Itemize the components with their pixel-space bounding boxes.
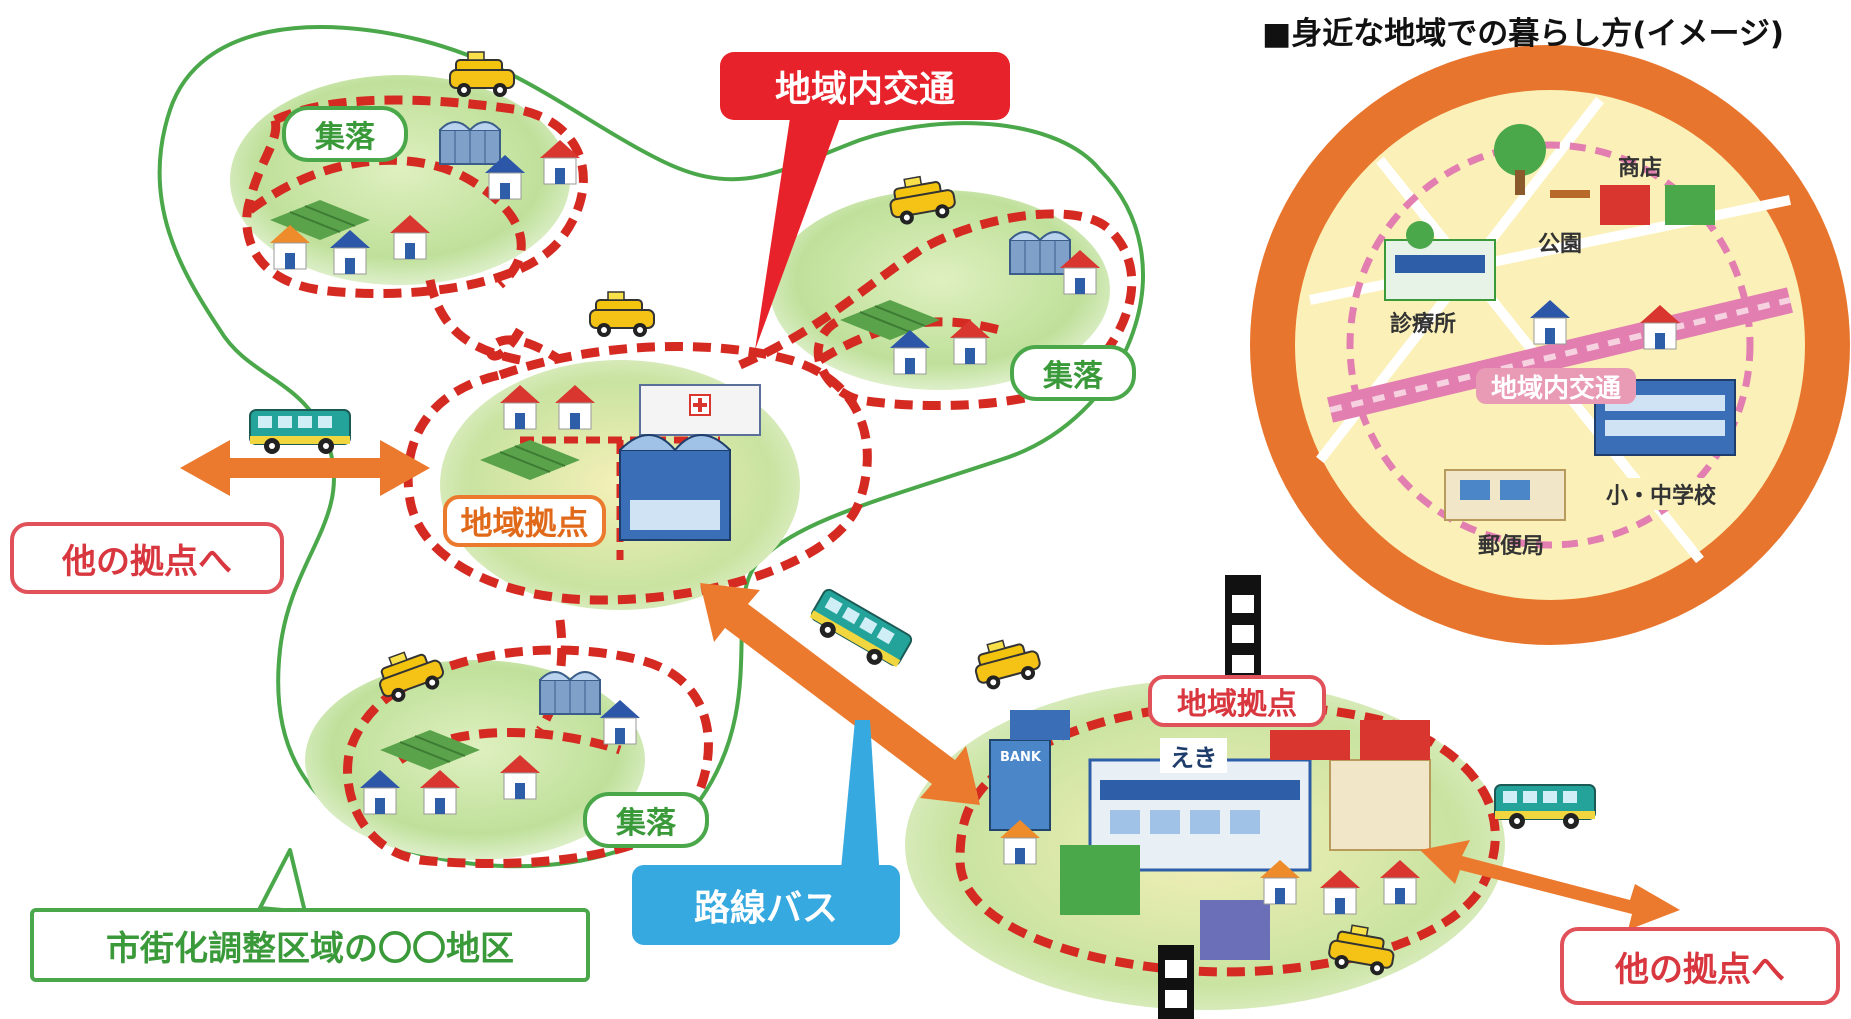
- town-buildings: [989, 710, 1431, 960]
- callout-district: [258, 848, 307, 914]
- page-title: ■身近な地域での暮らし方(イメージ): [1262, 16, 1785, 52]
- callout-route-bus: [632, 720, 900, 945]
- school-icon: [619, 434, 731, 541]
- taxi-icon: [589, 291, 655, 338]
- hospital-icon: [639, 384, 761, 436]
- arrow-route-bus: [700, 583, 980, 805]
- label-station: えき: [1160, 738, 1228, 773]
- inset-label-park: 公園: [1538, 232, 1583, 257]
- arrow-left-hub: [180, 440, 430, 496]
- inset-park: [1494, 124, 1590, 198]
- inset-label-transport: 地域内交通: [1476, 368, 1636, 404]
- inset-post-office: [1444, 469, 1566, 521]
- label-regional-hub-left: 地域拠点: [443, 495, 606, 547]
- label-district: 市街化調整区域の〇〇地区: [30, 908, 590, 982]
- inset-map: [1250, 45, 1850, 645]
- label-settlement-top-left: 集落: [282, 106, 408, 162]
- inset-label-post-office: 郵便局: [1478, 534, 1545, 559]
- label-bank: BANK: [1000, 750, 1041, 765]
- label-regional-transport: 地域内交通: [774, 69, 955, 110]
- label-regional-hub-town: 地域拠点: [1148, 675, 1326, 727]
- arrow-right-hub: [1420, 840, 1680, 930]
- inset-label-school: 小・中学校: [1606, 478, 1717, 510]
- label-settlement-bottom: 集落: [583, 792, 709, 848]
- label-to-other-hub-right: 他の拠点へ: [1560, 927, 1840, 1005]
- label-route-bus: 路線バス: [693, 888, 838, 929]
- label-settlement-right: 集落: [1010, 345, 1136, 401]
- bus-icon: [249, 409, 351, 455]
- inset-label-shop: 商店: [1618, 156, 1663, 181]
- bus-icon: [1494, 784, 1596, 830]
- taxi-icon: [968, 631, 1045, 694]
- label-to-other-hub-left: 他の拠点へ: [10, 522, 284, 594]
- inset-label-clinic: 診療所: [1390, 312, 1457, 337]
- inset-shop: [1600, 185, 1715, 225]
- inset-clinic-building: [1384, 221, 1496, 301]
- callout-regional-transport: [720, 52, 1010, 350]
